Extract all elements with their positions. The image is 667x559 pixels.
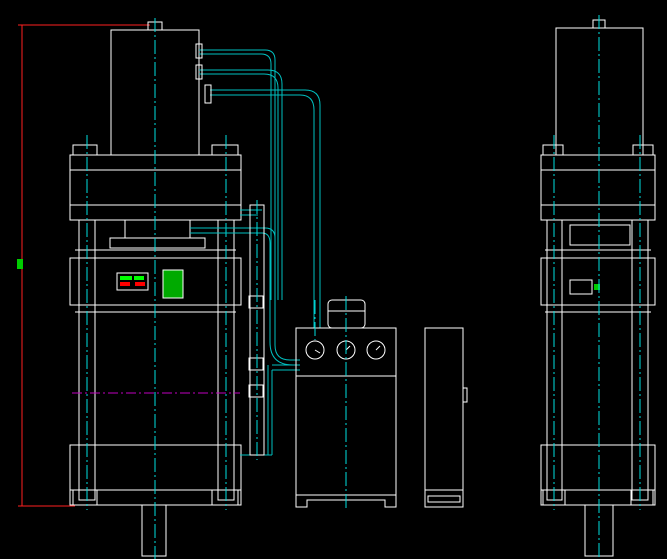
electrical-cabinet	[424, 327, 468, 508]
hydraulic-pump-station	[295, 296, 397, 510]
button-panel	[162, 269, 184, 299]
pressure-gauge	[305, 340, 325, 360]
side-view	[540, 15, 656, 559]
pressure-gauge	[366, 340, 386, 360]
front-view	[69, 18, 321, 559]
valve-column	[248, 200, 265, 460]
upper-crossbeam	[69, 154, 242, 221]
height-dimension	[17, 24, 150, 507]
dimension-text-mark	[17, 259, 23, 269]
ejector-rod	[141, 504, 167, 557]
control-panel	[116, 272, 149, 291]
upper-die	[124, 219, 191, 239]
hydraulic-pipes	[190, 43, 321, 456]
